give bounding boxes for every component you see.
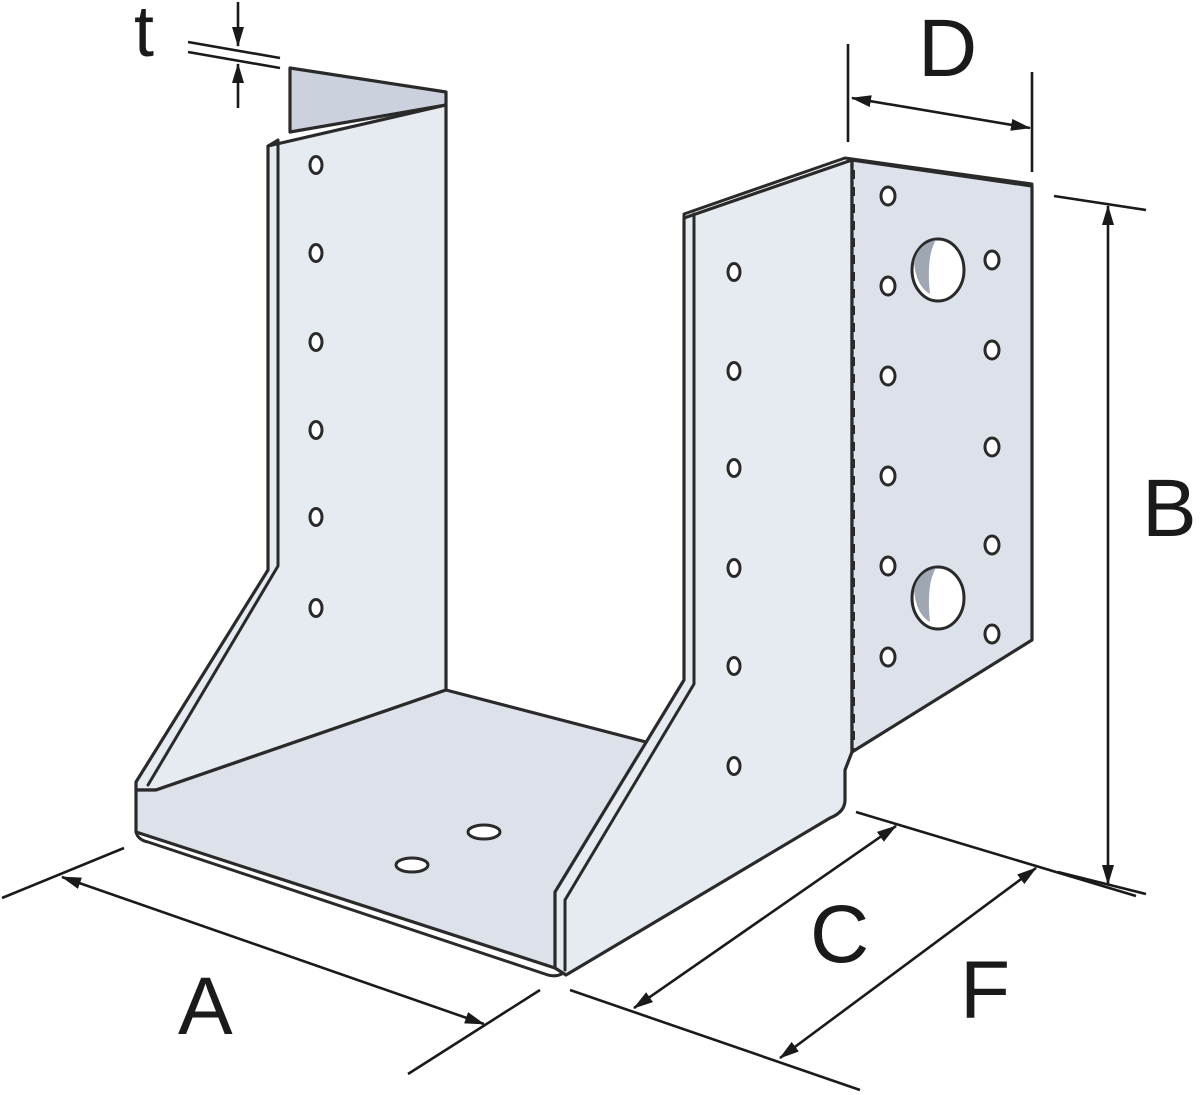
nail-hole [726,361,742,381]
bolt-hole-upper [910,237,966,303]
right-side-plate-edge [563,212,696,972]
nail-hole [726,458,742,478]
nail-hole [879,555,897,577]
dimension-lines [1,2,1147,1092]
dimension-b [1053,194,1147,896]
nail-hole [726,656,742,676]
dimension-f [779,866,1037,1060]
dimension-cf-bottom-extension [569,988,861,1092]
right-outer-flange [850,158,1034,754]
nail-hole [983,249,1001,271]
nail-hole [879,646,897,668]
base-front-lip [134,788,568,978]
dimension-d [846,44,1034,172]
nail-hole [308,598,324,618]
nail-hole [308,507,324,527]
label-d: D [918,3,977,94]
base-hole [394,856,430,874]
left-side-plate-edge [146,138,280,787]
left-plate-holes [308,155,324,618]
nail-hole [879,465,897,487]
nail-hole [879,365,897,387]
label-f: F [960,945,1010,1036]
nail-hole [726,262,742,282]
nail-hole [726,558,742,578]
nail-hole [983,534,1001,556]
right-side-plate [553,158,854,977]
dimension-c-top-extension [855,810,1137,898]
right-plate-holes [726,262,742,776]
nail-hole [308,332,324,352]
nail-hole [308,155,324,175]
nail-hole [983,436,1001,458]
base-hole [466,823,502,841]
nail-hole [879,275,897,297]
left-side-plate [134,103,448,792]
bolt-hole-lower [910,565,966,631]
right-flange-top-edge [682,156,1034,220]
base-plate-holes [394,823,502,874]
nail-hole [879,185,897,207]
nail-hole [308,243,324,263]
label-c: C [810,889,869,980]
dimension-t [187,2,281,108]
label-t: t [134,0,154,72]
nail-hole [308,420,324,440]
hanger-part [134,66,1034,978]
nail-hole [726,756,742,776]
label-b: B [1142,463,1197,554]
dimension-labels: t D B A C F [134,0,1197,1052]
dimension-a [1,846,541,1076]
outer-flange-holes [879,185,1001,668]
label-a: A [178,961,233,1052]
nail-hole [983,339,1001,361]
nail-hole [983,623,1001,645]
dimension-c [633,824,897,1010]
